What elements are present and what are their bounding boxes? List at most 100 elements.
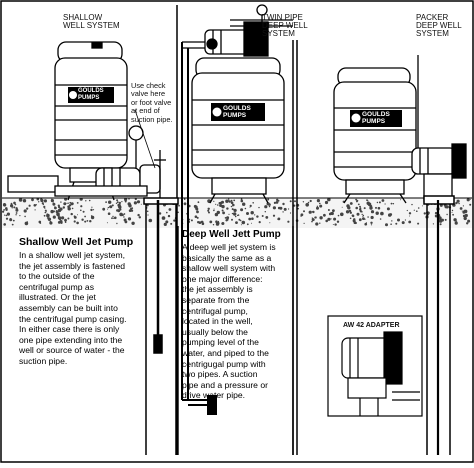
gravel-dot [44, 209, 47, 212]
gravel-dot [178, 204, 180, 207]
gravel-dot [361, 213, 363, 216]
gravel-dot [462, 210, 466, 214]
gravel-dot [92, 209, 95, 211]
gravel-dot [133, 201, 137, 205]
gravel-dot [46, 213, 50, 218]
text-line: In either case there is only [19, 324, 120, 335]
gravel-dot [47, 217, 52, 221]
gravel-dot [258, 221, 261, 224]
gravel-dot [408, 212, 412, 215]
gravel-dot [226, 207, 229, 210]
gravel-dot [234, 209, 237, 212]
gravel-dot [137, 213, 140, 217]
note-line: suction pipe. [131, 114, 173, 124]
gravel-dot [336, 220, 340, 223]
gravel-dot [332, 224, 334, 225]
gravel-dot [267, 198, 270, 201]
gravel-dot [408, 220, 412, 224]
text-line: centrifugal pump, [182, 305, 248, 316]
gravel-dot [362, 217, 365, 221]
gravel-dot [117, 209, 120, 211]
gravel-dot [90, 208, 93, 212]
gravel-dot [327, 217, 331, 221]
gravel-dot [230, 199, 233, 202]
gravel-dot [311, 220, 313, 223]
gravel-dot [219, 201, 223, 205]
gravel-dot [462, 205, 464, 207]
brand-line: PUMPS [78, 94, 100, 101]
gravel-dot [76, 221, 79, 225]
gravel-dot [208, 211, 210, 214]
text-line: one major difference: [182, 273, 263, 284]
text-line: centrigugal pump with [182, 358, 266, 369]
twin-pipe-system-label: TWIN PIPE DEEP WELL SYSTEM [262, 14, 308, 38]
label-line: WELL SYSTEM [63, 21, 120, 30]
text-line: two pipes. A suction [182, 369, 258, 380]
gravel-dot [300, 213, 304, 217]
gravel-dot [421, 205, 423, 207]
gravel-dot [22, 199, 27, 203]
gravel-dot [52, 215, 56, 219]
gravel-dot [34, 209, 36, 211]
gravel-dot [5, 217, 9, 220]
gravel-dot [312, 210, 315, 214]
gravel-dot [201, 222, 205, 226]
packer-tank-brand: GOULDS PUMPS [362, 111, 390, 125]
gravel-dot [202, 221, 204, 223]
gravel-dot [391, 220, 393, 222]
gravel-dot [60, 201, 62, 203]
gravel-dot [213, 208, 215, 210]
gravel-dot [81, 218, 84, 221]
text-line: the jet assembly is fastened [19, 260, 126, 271]
gravel-dot [441, 218, 444, 222]
gravel-dot [240, 219, 242, 222]
gravel-dot [395, 222, 398, 225]
gravel-dot [446, 213, 448, 216]
gravel-dot [264, 211, 266, 213]
gravel-dot [251, 222, 252, 224]
gravel-dot [39, 222, 42, 224]
gravel-dot [67, 217, 70, 220]
gravel-dot [38, 201, 40, 203]
brand-line: PUMPS [223, 112, 247, 119]
gravel-dot [240, 198, 243, 201]
gravel-dot [385, 223, 388, 227]
gravel-dot [67, 202, 69, 204]
gravel-dot [61, 216, 65, 220]
gravel-dot [388, 213, 392, 217]
text-line: to the outside of the [19, 271, 95, 282]
gravel-dot [224, 217, 227, 219]
gravel-dot [370, 221, 373, 224]
gravel-dot [359, 205, 361, 208]
gravel-dot [215, 203, 217, 205]
gravel-dot [233, 212, 237, 216]
gravel-dot [269, 222, 271, 224]
gravel-dot [12, 219, 15, 222]
gravel-dot [19, 215, 21, 217]
gravel-dot [80, 209, 82, 212]
gravel-dot [26, 207, 29, 210]
gravel-dot [378, 201, 381, 204]
gravel-dot [183, 198, 186, 200]
gravel-dot [212, 224, 215, 226]
gravel-dot [31, 198, 34, 202]
gravel-dot [127, 217, 132, 221]
gravel-dot [254, 214, 256, 216]
gravel-dot [233, 199, 236, 202]
text-line: water, and piped to the [182, 347, 269, 358]
gravel-dot [3, 223, 6, 226]
gravel-dot [337, 214, 340, 217]
gravel-dot [136, 200, 141, 204]
gravel-dot [226, 216, 230, 220]
gravel-dot [13, 201, 16, 205]
gravel-dot [10, 204, 14, 208]
gravel-dot [86, 220, 89, 222]
gravel-dot [69, 201, 72, 204]
gravel-dot [416, 210, 418, 212]
text-line: separate from the [182, 294, 250, 305]
gravel-dot [124, 197, 128, 202]
gravel-dot [238, 218, 241, 221]
gravel-dot [323, 213, 326, 217]
label-line: SYSTEM [416, 29, 449, 38]
